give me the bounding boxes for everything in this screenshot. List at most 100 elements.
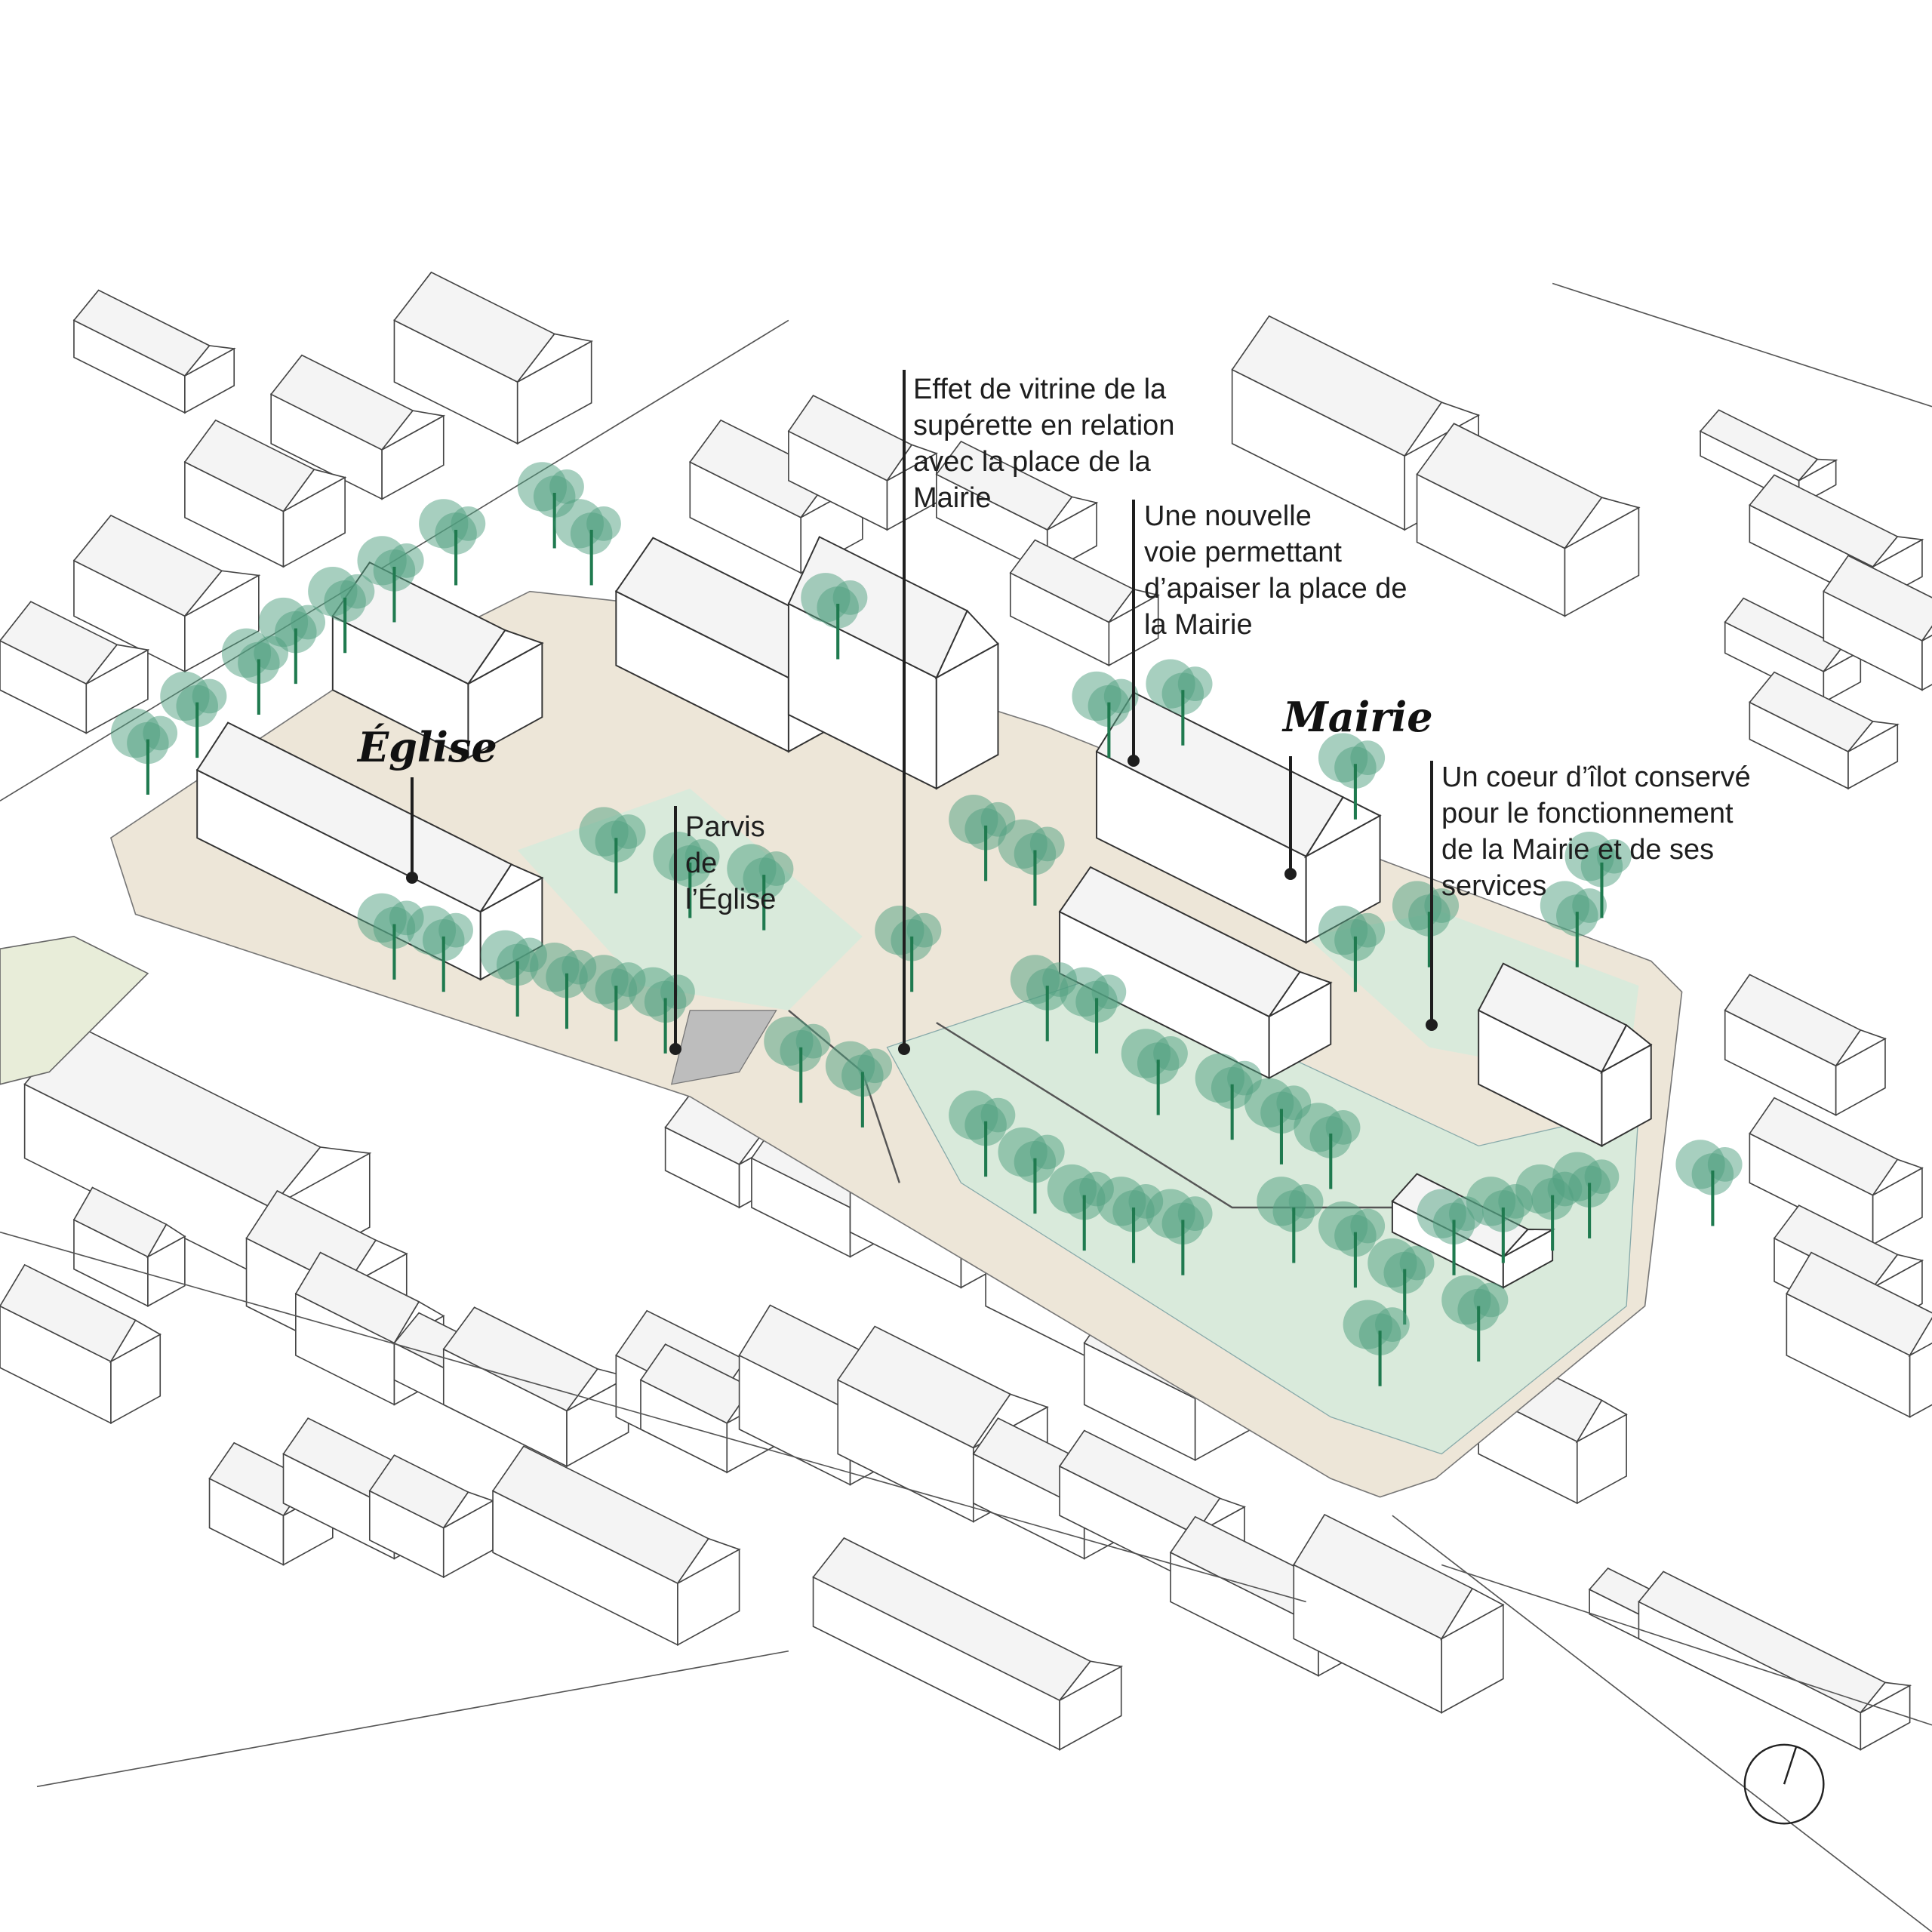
tree: [1257, 1177, 1324, 1263]
city-building: [443, 1491, 495, 1529]
tree: [1367, 1238, 1435, 1325]
label-parvis: Parvis de l’Église: [685, 811, 777, 915]
street-edge: [0, 1231, 1306, 1603]
field-west: [0, 935, 149, 1085]
city-building: [109, 1319, 162, 1364]
tree: [825, 1041, 893, 1128]
street-edge: [36, 1650, 789, 1788]
city-building: [381, 410, 446, 451]
city-building: [1872, 536, 1924, 568]
tree: [1244, 1078, 1312, 1164]
tree: [1343, 1300, 1410, 1386]
leader-parvis: [674, 806, 677, 1049]
tree: [357, 893, 424, 980]
city-building: [184, 570, 261, 617]
city-building: [886, 444, 938, 481]
tree: [357, 536, 424, 623]
leader-vitrine: [903, 370, 906, 1049]
tree: [554, 499, 621, 586]
tree: [1318, 1201, 1386, 1288]
tree: [1441, 1275, 1509, 1362]
tree: [579, 955, 646, 1041]
city-building: [1564, 497, 1641, 549]
city-building: [146, 1223, 186, 1259]
tree: [764, 1016, 831, 1103]
city-building: [517, 333, 594, 383]
street-edge: [1552, 282, 1932, 408]
street-edge: [1441, 1564, 1932, 1726]
north-arrow-icon: [1743, 1743, 1825, 1825]
tree: [1675, 1140, 1743, 1226]
leader-dot-vitrine: [898, 1043, 910, 1055]
city-building: [282, 469, 347, 512]
tree: [653, 832, 720, 918]
street-edge: [1392, 1515, 1932, 1932]
tree: [1318, 733, 1386, 820]
tree: [579, 807, 646, 894]
city-building: [1404, 401, 1481, 457]
mairie-building: [1303, 796, 1382, 859]
city-building: [1439, 1587, 1505, 1641]
city-building: [677, 1537, 741, 1584]
tree: [308, 567, 375, 654]
city-building: [184, 345, 236, 377]
tree: [1392, 881, 1460, 968]
parvis-paving: [670, 1010, 777, 1085]
city-building: [85, 644, 150, 685]
label-coeur: Un coeur d’îlot conservé pour le fonctio…: [1441, 761, 1751, 902]
tree: [1540, 881, 1607, 968]
tree: [949, 1090, 1016, 1177]
tree: [517, 462, 584, 549]
mairie-annex: [1268, 971, 1333, 1017]
label-mairie: Mairie: [1283, 693, 1433, 741]
city-building: [1059, 1660, 1124, 1701]
city-building: [566, 1367, 630, 1412]
leader-dot-coeur: [1426, 1019, 1438, 1031]
tree: [480, 930, 547, 1017]
leader-dot-mairie: [1284, 868, 1297, 880]
ramp-east: [936, 1022, 1429, 1209]
city-building: [1835, 1029, 1887, 1066]
services-building: [1600, 1023, 1653, 1074]
tree: [1121, 1029, 1188, 1115]
tree: [1060, 967, 1127, 1054]
city-building: [1909, 1342, 1932, 1418]
leader-voie: [1132, 500, 1135, 761]
tree: [1146, 659, 1213, 746]
leader-eglise: [411, 777, 414, 877]
city-building: [1921, 625, 1932, 641]
eglise-building: [479, 863, 544, 913]
leader-dot-eglise: [406, 872, 418, 884]
tree: [1146, 1189, 1213, 1275]
label-voie: Une nouvelle voie permettant d’apaiser l…: [1144, 500, 1407, 641]
city-building: [1798, 458, 1838, 481]
tree: [727, 844, 794, 931]
city-building: [1872, 1158, 1924, 1196]
tree: [1552, 1152, 1620, 1238]
leader-coeur: [1430, 761, 1433, 1025]
eglise-presbytere: [467, 629, 544, 685]
city-building: [1908, 1317, 1932, 1358]
pavilion: [1503, 1228, 1555, 1258]
leader-dot-voie: [1128, 755, 1140, 767]
tree: [160, 671, 227, 758]
project-buildings: [195, 536, 1653, 1289]
tree: [1466, 1177, 1534, 1263]
north-needle: [1783, 1746, 1798, 1785]
tree: [406, 906, 473, 992]
city-building: [1921, 634, 1932, 691]
tree: [1047, 1164, 1114, 1251]
tree: [258, 597, 326, 685]
tree: [998, 1127, 1065, 1214]
trees: [110, 462, 1743, 1386]
label-eglise: Église: [358, 723, 497, 771]
tree: [998, 819, 1065, 906]
city-building: [1047, 496, 1099, 531]
city-building: [1786, 1251, 1932, 1356]
tree: [1417, 1189, 1484, 1275]
tree: [110, 708, 178, 795]
tree: [875, 906, 942, 992]
tree: [1564, 832, 1632, 918]
